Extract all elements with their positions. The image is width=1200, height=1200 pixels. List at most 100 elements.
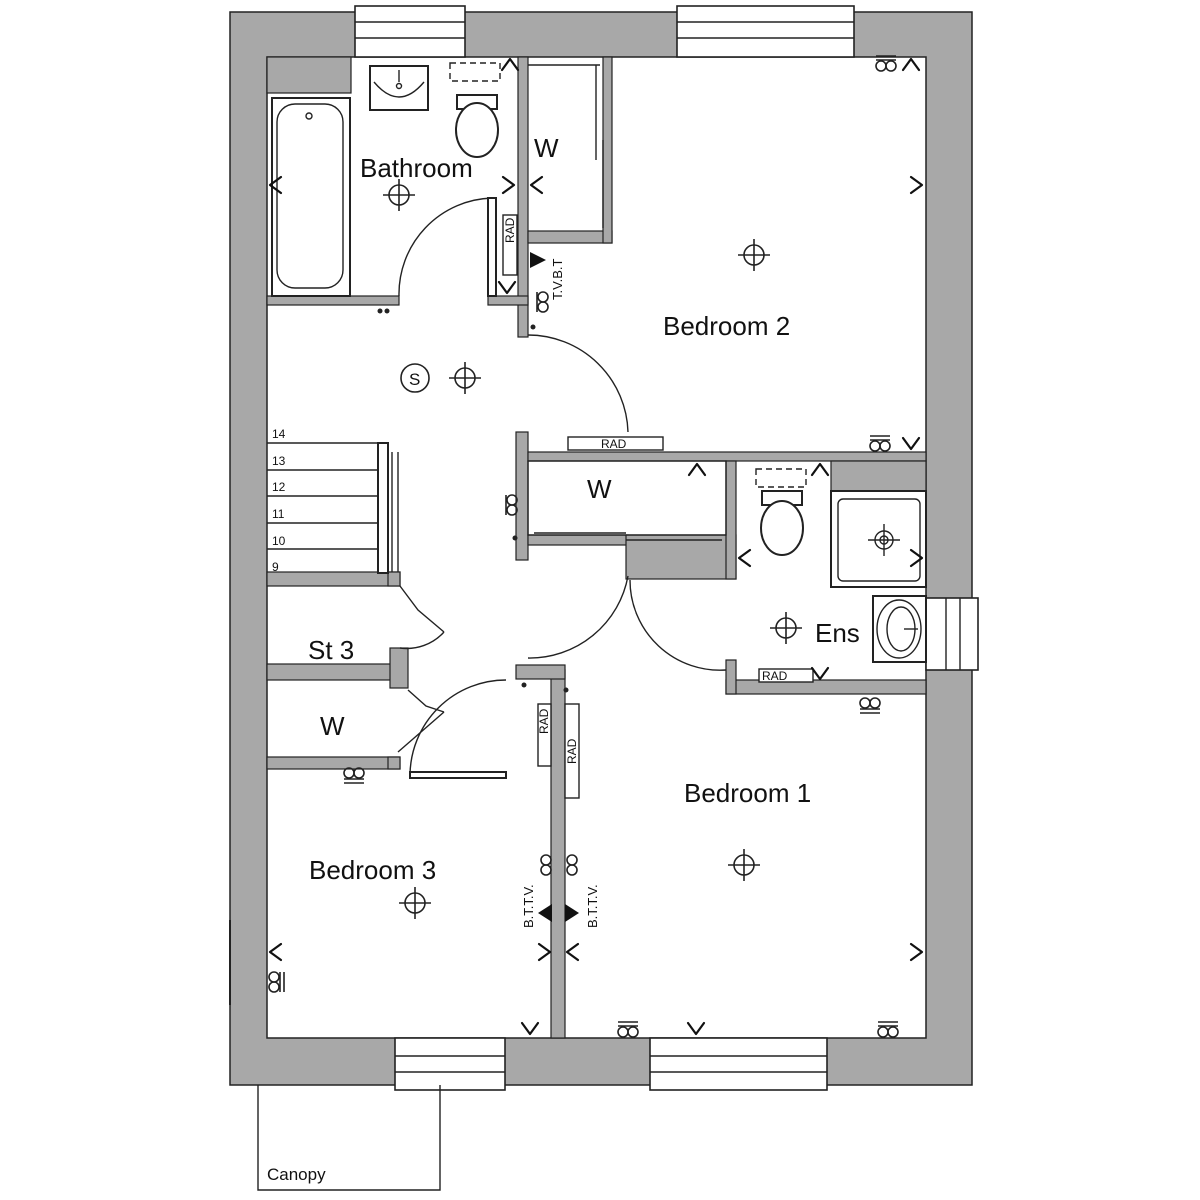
switch-icon	[384, 308, 390, 314]
telecom-point-icon	[530, 252, 546, 268]
switch-icon	[521, 682, 527, 688]
stair-step-label: 14	[272, 427, 286, 441]
socket-icon	[617, 1021, 639, 1038]
chevron-left-icon	[565, 942, 580, 962]
radiator-icon: RAD	[564, 703, 580, 799]
door-swing-icon	[527, 575, 629, 659]
socket-icon	[536, 291, 549, 313]
room-label-wardrobe: W	[320, 711, 345, 741]
switch-icon	[512, 535, 518, 541]
switch-icon	[530, 324, 536, 330]
radiator-icon: RAD	[758, 668, 814, 683]
telecom-points: T.V.B.T B.T.T.V. B.T.T.V.	[521, 252, 600, 928]
door-swing-icon	[527, 334, 629, 433]
chevron-down-icon	[520, 1021, 540, 1036]
sockets	[268, 55, 899, 1038]
switch-icon	[563, 687, 569, 693]
telecom-point-icon	[538, 904, 552, 922]
wardrobes	[527, 64, 727, 541]
telecom-point-icon	[565, 904, 579, 922]
door-swing-icon	[397, 689, 445, 753]
window-icon	[649, 1037, 828, 1091]
chevron-right-icon	[501, 175, 516, 195]
windows	[229, 5, 979, 1091]
chevron-down-icon	[497, 280, 517, 295]
stair-step-label: 12	[272, 480, 286, 494]
door-swing-icon	[398, 197, 497, 297]
room-label-bedroom-2: Bedroom 2	[663, 311, 790, 341]
ceiling-lights	[383, 179, 802, 919]
socket-icon	[540, 854, 552, 876]
door-swing-icon	[399, 585, 445, 650]
smoke-detector-label: S	[409, 370, 420, 389]
canopy-label: Canopy	[267, 1165, 326, 1184]
canopy: Canopy	[257, 1085, 441, 1191]
switch-icon	[377, 308, 383, 314]
socket-icon	[875, 55, 897, 72]
room-label-bedroom-1: Bedroom 1	[684, 778, 811, 808]
stair-step-label: 9	[272, 560, 279, 574]
door-swing-icon	[409, 679, 507, 779]
chevron-left-icon	[268, 942, 283, 962]
radiator-label: RAD	[601, 437, 627, 451]
radiator-icon: RAD	[537, 703, 552, 767]
doors	[397, 197, 727, 779]
ceiling-light-icon	[383, 179, 415, 211]
radiator-label: RAD	[503, 217, 517, 243]
ceiling-light-icon	[738, 239, 770, 271]
stair-step-label: 11	[272, 507, 285, 521]
room-label-bathroom: Bathroom	[360, 153, 473, 183]
room-label-store: St 3	[308, 635, 354, 665]
chevron-left-icon	[529, 175, 544, 195]
socket-icon	[343, 767, 365, 784]
chevron-up-icon	[500, 57, 520, 72]
room-label-wardrobe: W	[534, 133, 559, 163]
window-icon	[676, 5, 855, 58]
socket-icon	[877, 1021, 899, 1038]
socket-icon	[566, 854, 578, 876]
ceiling-light-icon	[728, 849, 760, 881]
internal-walls	[266, 56, 927, 1039]
chevron-right-icon	[909, 942, 924, 962]
room-label-ensuite: Ens	[815, 618, 860, 648]
room-labels: Bathroom W Bedroom 2 W Ens St 3 W Bedroo…	[308, 133, 860, 885]
socket-icon	[859, 697, 881, 714]
chevron-left-icon	[268, 175, 283, 195]
chevron-down-icon	[810, 666, 830, 681]
section-markers	[268, 57, 924, 1036]
bt-tv-label: B.T.T.V.	[585, 884, 600, 928]
chevron-right-icon	[537, 942, 552, 962]
radiator-label: RAD	[565, 738, 579, 764]
ceiling-light-icon	[449, 362, 481, 394]
chevron-up-icon	[687, 462, 707, 477]
socket-icon	[268, 971, 285, 993]
chevron-up-icon	[901, 57, 921, 72]
ceiling-light-icon	[770, 612, 802, 644]
smoke-detector-icon: S	[400, 363, 430, 393]
socket-icon	[505, 494, 518, 516]
stairs: 14 13 12 11 10 9	[267, 427, 399, 574]
radiator-icon: RAD	[502, 214, 518, 276]
radiator-label: RAD	[762, 669, 788, 683]
stair-step-label: 13	[272, 454, 286, 468]
ceiling-light-icon	[399, 887, 431, 919]
door-swing-icon	[629, 579, 727, 671]
room-label-bedroom-3: Bedroom 3	[309, 855, 436, 885]
radiator-label: RAD	[537, 708, 551, 734]
window-icon	[354, 5, 466, 58]
bathroom-fixtures	[271, 62, 501, 297]
radiator-icon: RAD	[567, 436, 664, 451]
chevron-right-icon	[909, 548, 924, 568]
tv-bt-label: T.V.B.T	[550, 259, 565, 300]
chevron-right-icon	[909, 175, 924, 195]
radiators: RAD RAD RAD RAD RAD	[502, 214, 814, 799]
ensuite-fixtures	[755, 468, 927, 663]
chevron-down-icon	[686, 1021, 706, 1036]
chevron-left-icon	[737, 548, 752, 568]
socket-icon	[869, 435, 891, 452]
bt-tv-label: B.T.T.V.	[521, 884, 536, 928]
chevron-up-icon	[810, 462, 830, 477]
window-icon	[925, 597, 979, 671]
window-icon	[394, 1037, 506, 1091]
